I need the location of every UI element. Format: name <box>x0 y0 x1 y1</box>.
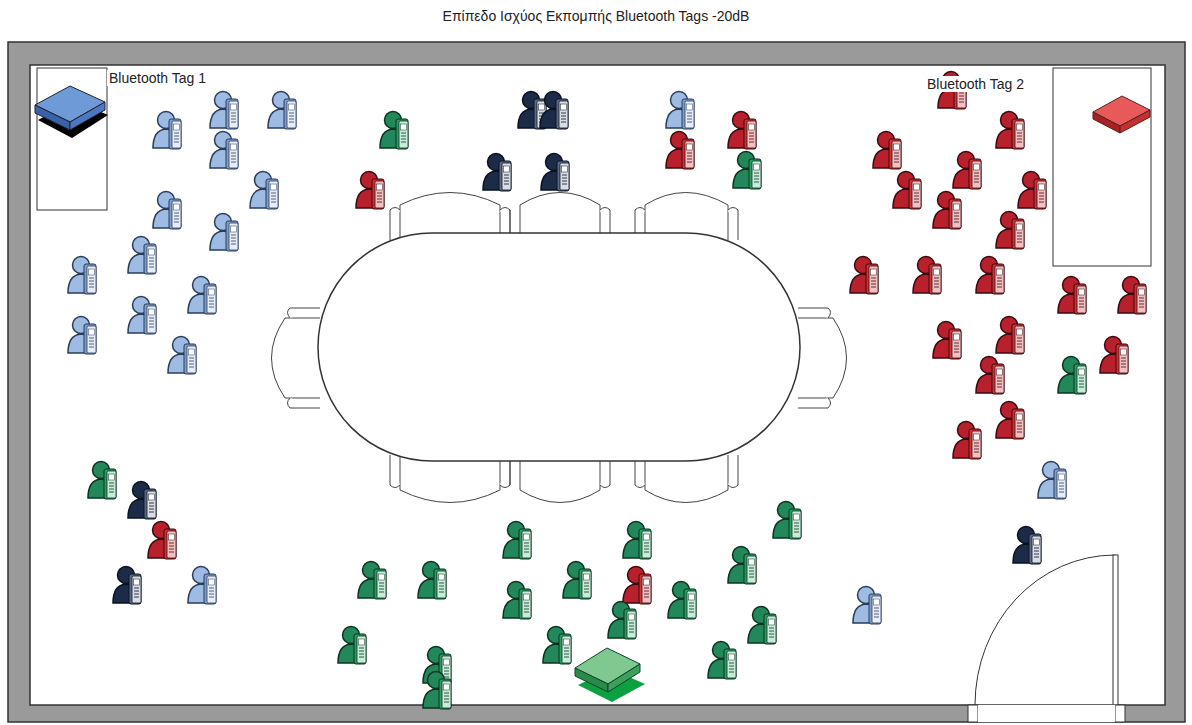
person-with-phone <box>188 277 216 315</box>
person-with-phone <box>563 562 591 600</box>
person-with-phone <box>503 522 531 560</box>
person-with-phone <box>933 192 961 230</box>
person-with-phone <box>708 642 736 680</box>
person-with-phone <box>128 297 156 335</box>
person-with-phone <box>1058 357 1086 395</box>
person-with-phone <box>666 92 694 130</box>
person-with-phone <box>88 462 116 500</box>
person-with-phone <box>976 357 1004 395</box>
person-with-phone <box>996 212 1024 250</box>
person-with-phone <box>210 214 238 252</box>
person-with-phone <box>268 92 296 130</box>
person-with-phone <box>148 522 176 560</box>
person-with-phone <box>1100 337 1128 375</box>
bluetooth-device <box>1093 96 1150 133</box>
person-with-phone <box>666 132 694 170</box>
chairs <box>272 193 847 503</box>
person-with-phone <box>668 582 696 620</box>
person-with-phone <box>250 172 278 210</box>
tag-zone <box>1053 68 1151 266</box>
person-with-phone <box>68 317 96 355</box>
meeting-table <box>318 233 800 461</box>
person-with-phone <box>893 172 921 210</box>
diagram-title: Επίπεδο Ισχύος Εκπομπής Bluetooth Tags -… <box>0 8 1192 24</box>
tag-label: Bluetooth Tag 2 <box>925 76 1026 92</box>
person-with-phone <box>728 547 756 585</box>
person-with-phone <box>873 132 901 170</box>
person-with-phone <box>1118 277 1146 315</box>
person-with-phone <box>773 502 801 540</box>
person-with-phone <box>153 192 181 230</box>
person-with-phone <box>733 152 761 190</box>
bluetooth-device <box>575 648 645 702</box>
person-with-phone <box>540 92 568 130</box>
person-with-phone <box>541 154 569 192</box>
person-with-phone <box>358 562 386 600</box>
person-with-phone <box>128 482 156 520</box>
person-with-phone <box>210 132 238 170</box>
person-with-phone <box>608 602 636 640</box>
person-with-phone <box>996 317 1024 355</box>
person-with-phone <box>483 154 511 192</box>
person-with-phone <box>913 257 941 295</box>
person-with-phone <box>188 567 216 605</box>
person-with-phone <box>728 112 756 150</box>
person-with-phone <box>113 567 141 605</box>
person-with-phone <box>168 337 196 375</box>
person-with-phone <box>1058 277 1086 315</box>
person-with-phone <box>953 422 981 460</box>
person-with-phone <box>153 112 181 150</box>
person-with-phone <box>423 672 451 710</box>
person-with-phone <box>356 172 384 210</box>
tag-label: Bluetooth Tag 1 <box>107 70 208 86</box>
person-with-phone <box>418 562 446 600</box>
person-with-phone <box>748 607 776 645</box>
person-with-phone <box>953 152 981 190</box>
person-with-phone <box>623 522 651 560</box>
person-with-phone <box>1013 527 1041 565</box>
room-floor <box>30 65 1165 705</box>
person-with-phone <box>210 92 238 130</box>
person-with-phone <box>1038 462 1066 500</box>
person-with-phone <box>128 237 156 275</box>
person-with-phone <box>380 112 408 150</box>
person-with-phone <box>996 402 1024 440</box>
person-with-phone <box>850 257 878 295</box>
person-with-phone <box>976 257 1004 295</box>
person-with-phone <box>623 567 651 605</box>
person-with-phone <box>338 627 366 665</box>
person-with-phone <box>503 582 531 620</box>
person-with-phone <box>933 322 961 360</box>
person-with-phone <box>68 257 96 295</box>
person-with-phone <box>543 627 571 665</box>
door <box>968 555 1125 722</box>
bluetooth-device <box>35 86 108 138</box>
person-with-phone <box>853 587 881 625</box>
person-with-phone <box>996 112 1024 150</box>
person-with-phone <box>1018 172 1046 210</box>
room-wall <box>8 42 1185 722</box>
